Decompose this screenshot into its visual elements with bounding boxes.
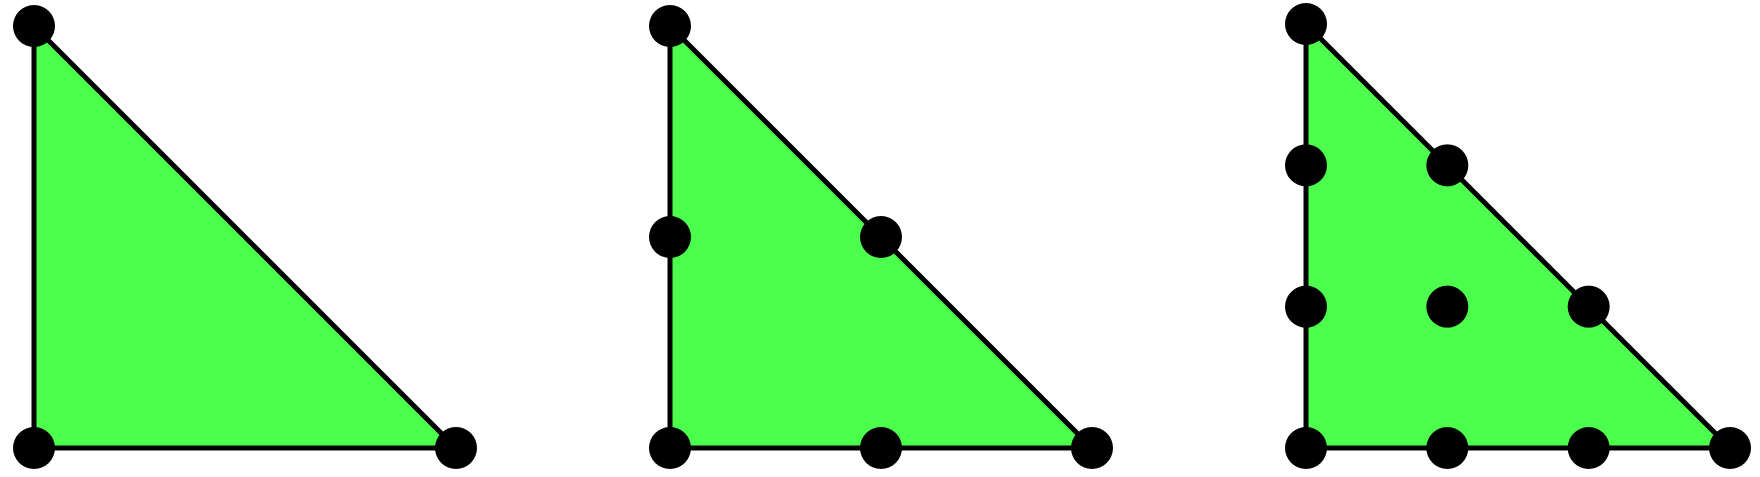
triangle-quadratic-node-3 (649, 216, 691, 258)
triangle-quadratic-node-0 (649, 427, 691, 469)
triangle-cubic-node-2 (1567, 427, 1610, 469)
triangle-quadratic-node-2 (1071, 427, 1113, 469)
triangle-quadratic-node-1 (860, 427, 902, 469)
triangle-cubic-node-7 (1285, 144, 1327, 187)
triangle-cubic-group (1285, 3, 1751, 469)
triangle-quadratic-group (649, 5, 1113, 469)
triangle-cubic-node-4 (1285, 285, 1327, 328)
triangle-cubic-node-8 (1426, 144, 1469, 187)
triangle-quadratic-node-4 (860, 216, 902, 258)
triangle-cubic-face (1303, 17, 1737, 451)
triangle-quadratic-node-5 (649, 5, 691, 47)
triangle-linear-node-1 (435, 427, 477, 469)
triangle-linear-group (13, 5, 477, 469)
triangle-cubic-node-1 (1426, 427, 1469, 469)
triangle-cubic-node-6 (1567, 285, 1610, 328)
triangle-linear-face (31, 19, 463, 451)
triangle-cubic-node-3 (1709, 427, 1751, 469)
triangle-cubic-node-0 (1285, 427, 1327, 469)
triangle-linear-node-2 (13, 5, 55, 47)
triangle-linear-node-0 (13, 427, 55, 469)
triangle-cubic-node-5 (1426, 285, 1469, 328)
triangle-cubic-node-9 (1285, 3, 1327, 45)
